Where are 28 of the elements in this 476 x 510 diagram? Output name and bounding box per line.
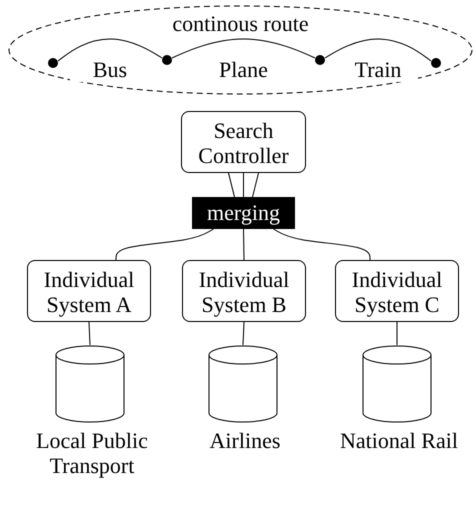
junction-dot	[162, 55, 172, 65]
connector-line	[116, 228, 214, 260]
merge-label-box: merging	[192, 197, 295, 229]
database-cylinder	[362, 345, 432, 423]
connector-line	[396, 322, 398, 346]
process-box: Individual System A	[27, 260, 151, 322]
connector-line	[242, 322, 244, 346]
connector-line	[243, 172, 244, 198]
database-cylinder	[55, 345, 125, 423]
connector-line	[88, 322, 90, 346]
route-arc	[58, 38, 162, 62]
route-arc	[172, 38, 316, 58]
connector-line	[273, 228, 370, 260]
junction-dot	[48, 58, 58, 68]
database-caption: Local Public Transport	[35, 428, 149, 478]
junction-dot	[315, 55, 325, 65]
database-caption: National Rail	[339, 428, 459, 453]
connector-line	[252, 172, 259, 198]
route-arc	[324, 38, 432, 62]
connector-line	[243, 228, 244, 260]
database-cylinder	[208, 345, 278, 423]
process-box: Individual System B	[182, 260, 306, 322]
process-box: Individual System C	[335, 260, 459, 322]
process-box: Search Controller	[181, 111, 306, 173]
junction-dot	[431, 58, 441, 68]
connector-line	[228, 172, 235, 198]
database-caption: Airlines	[208, 428, 282, 453]
group-title: continous route	[171, 11, 310, 36]
